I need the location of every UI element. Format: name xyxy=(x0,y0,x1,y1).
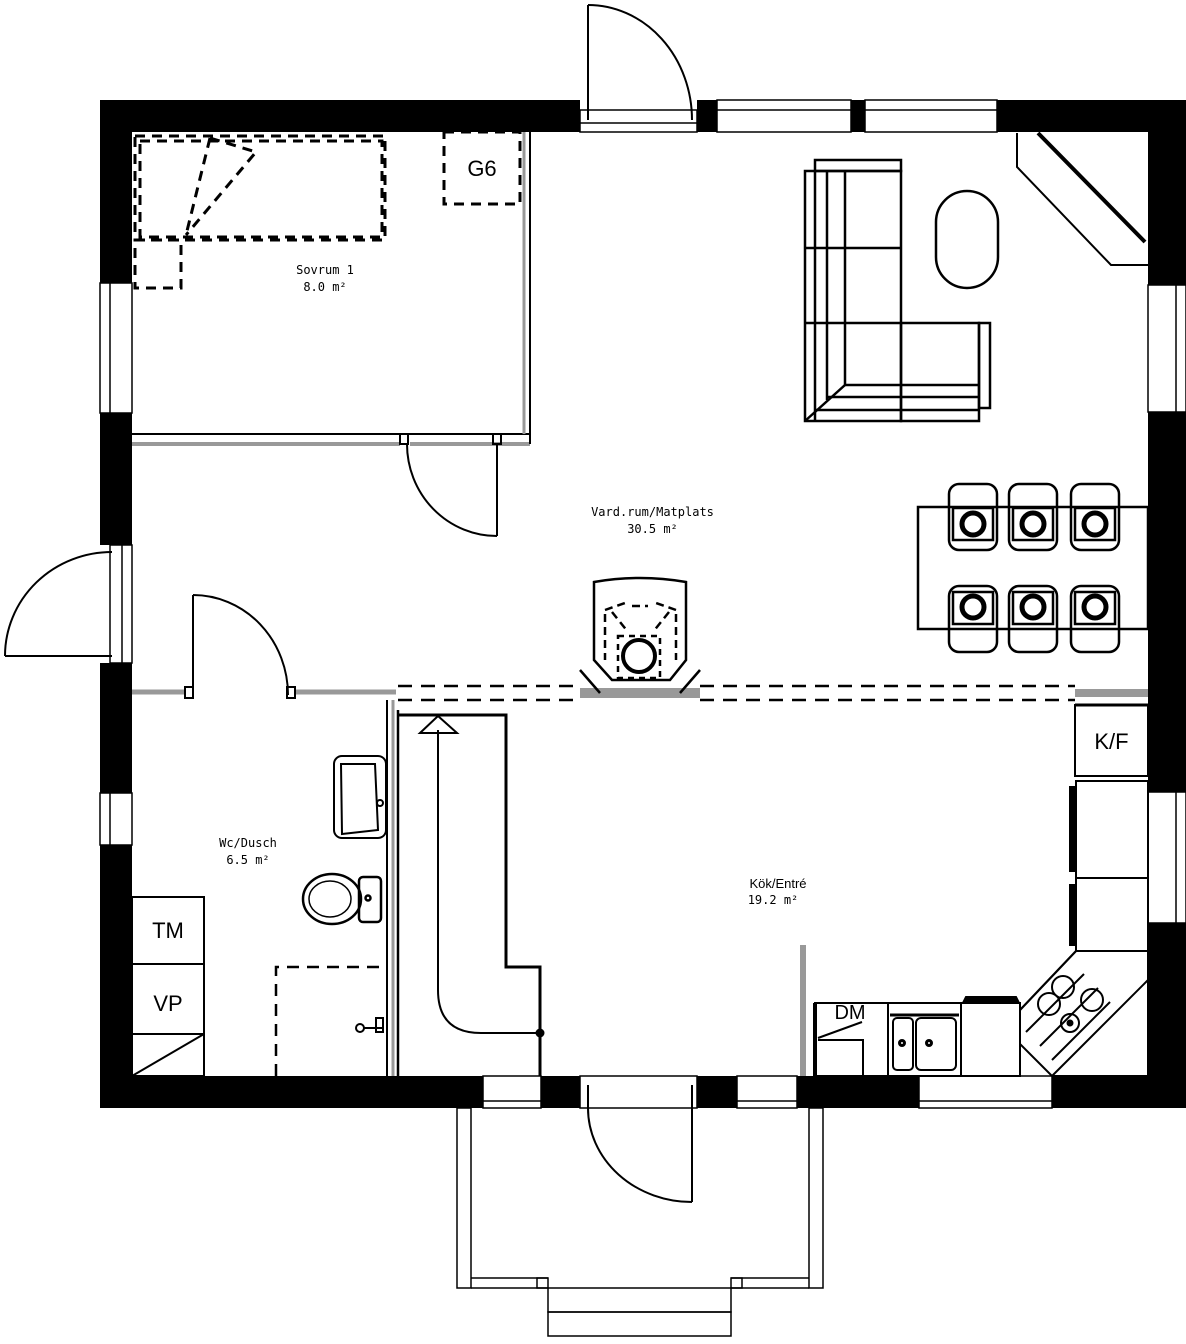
exterior-walls xyxy=(100,100,1186,1108)
porch xyxy=(456,1107,824,1337)
kitchen-corner-stove xyxy=(1019,950,1149,1077)
tv-unit xyxy=(1016,131,1148,266)
corner-sofa xyxy=(803,158,992,423)
room-area: 6.5 m² xyxy=(226,853,270,867)
coffee-table xyxy=(934,189,1000,290)
label-kf: K/F xyxy=(1094,729,1129,754)
room-area: 19.2 m² xyxy=(747,893,799,907)
wood-stove xyxy=(579,576,701,694)
shower-area xyxy=(274,965,386,1076)
door-top-exterior[interactable] xyxy=(579,4,698,133)
label-dm: DM xyxy=(834,1002,866,1024)
room-area: 30.5 m² xyxy=(627,522,678,536)
door-entrance[interactable] xyxy=(579,1075,698,1203)
interior-walls xyxy=(132,132,1148,1076)
shower-tap xyxy=(355,1017,384,1033)
room-label-sovrum: Sovrum 1 8.0 m² xyxy=(280,262,370,296)
toilet xyxy=(301,872,383,926)
room-name: Sovrum 1 xyxy=(296,263,354,277)
room-name: Vard.rum/Matplats xyxy=(591,505,714,519)
bed-dashed xyxy=(133,134,387,290)
wardrobe-g6 xyxy=(442,130,522,206)
label-g6: G6 xyxy=(467,156,497,181)
room-area: 8.0 m² xyxy=(303,280,347,294)
label-tm: TM xyxy=(152,918,184,943)
room-label-kok: Kök/Entré 19.2 m² xyxy=(728,875,828,909)
room-label-wc: Wc/Dusch 6.5 m² xyxy=(203,835,293,869)
door-left-exterior[interactable] xyxy=(4,544,133,664)
kitchen-counter xyxy=(813,996,1021,1077)
room-label-vardrum: Vard.rum/Matplats 30.5 m² xyxy=(575,504,730,538)
sink-bathroom xyxy=(333,755,387,839)
dining-chairs xyxy=(947,482,1121,654)
room-name: Kök/Entré xyxy=(749,876,807,891)
room-name: Wc/Dusch xyxy=(219,836,277,850)
label-vp: VP xyxy=(153,991,183,1016)
laundry-units xyxy=(131,896,205,1077)
staircase xyxy=(398,713,545,1076)
